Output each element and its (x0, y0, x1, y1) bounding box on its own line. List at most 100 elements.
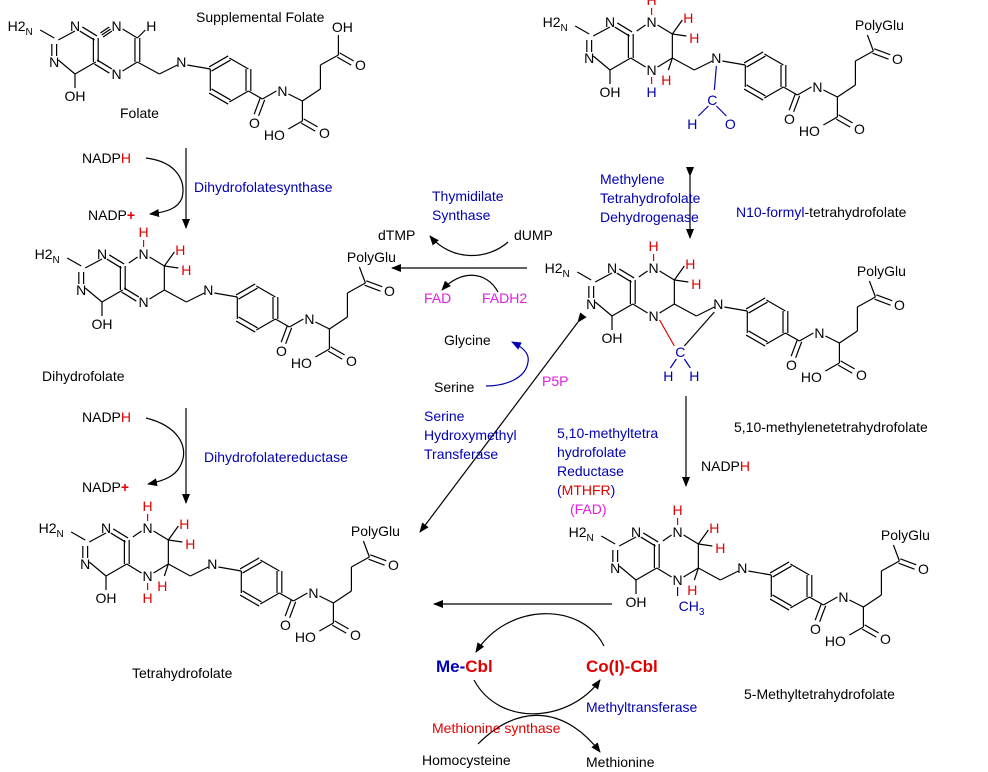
bond (743, 88, 764, 101)
ring-nitrogen: N (649, 308, 659, 324)
ring-nitrogen: N (76, 282, 86, 298)
bond (618, 268, 635, 279)
formyl-oxygen: O (725, 116, 736, 132)
bond (863, 594, 882, 608)
bond (574, 25, 590, 35)
bond (772, 594, 792, 607)
bond (618, 536, 637, 547)
bond (616, 22, 633, 33)
hydrogen-n8: H (647, 0, 657, 8)
enzyme-mthfd-line2: Tetrahydrofolate (600, 190, 701, 206)
bond (642, 532, 659, 543)
amide-nitrogen: N (814, 325, 824, 341)
bond (673, 265, 685, 281)
bond (795, 341, 803, 359)
arrow-nadph-dihydrofolate (145, 417, 185, 487)
metabolite-dtmp: dTMP (378, 227, 415, 243)
bond (594, 272, 613, 283)
bond (81, 26, 98, 37)
carbonyl-oxygen: O (276, 343, 287, 359)
bond (614, 26, 630, 37)
bond (618, 565, 637, 581)
bond (772, 565, 792, 578)
hydrogen-c7: H (175, 242, 185, 258)
bond (256, 285, 276, 298)
bond (336, 56, 352, 66)
polyglu-oxygen: O (384, 283, 395, 299)
bond (229, 57, 249, 70)
carbonyl-oxygen: O (786, 357, 797, 373)
bond (748, 301, 768, 314)
bond (315, 321, 330, 330)
folate-name: Folate (120, 105, 159, 121)
metabolite-dump: dUMP (514, 227, 553, 243)
carboxyl-hydroxyl: HO (825, 633, 846, 649)
enzyme-shmt-line1: Serine (424, 408, 465, 424)
bond (722, 60, 746, 66)
bond (855, 50, 874, 62)
bond (764, 53, 784, 66)
bond (167, 525, 179, 541)
bond (866, 34, 874, 52)
bond (838, 114, 853, 124)
bond (799, 332, 814, 342)
bond (105, 563, 128, 577)
bond (364, 284, 381, 292)
n10-nitrogen: N (203, 282, 213, 298)
bond (84, 287, 103, 303)
bond (289, 318, 304, 328)
bond (235, 320, 256, 333)
arrow-shmt-bidirectional (419, 312, 587, 533)
amino-group: H2N (8, 18, 33, 38)
bond (102, 30, 113, 38)
bond (79, 30, 95, 41)
n10-formyl-suffix: -tetrahydrofolate (804, 204, 906, 220)
bond (39, 29, 55, 39)
nadph-label-3: NADPH (701, 458, 750, 474)
bond (57, 59, 76, 75)
bond (745, 334, 766, 347)
bond (153, 563, 169, 574)
ring-nitrogen: N (139, 294, 149, 310)
carboxyl-oxygen: O (854, 121, 865, 137)
bond (258, 99, 266, 117)
carboxyl-hydroxyl: HO (264, 127, 285, 143)
tetrahydrofolate-name: Tetrahydrofolate (132, 665, 233, 681)
bond (748, 330, 768, 343)
bond (769, 561, 790, 574)
bond (659, 270, 675, 281)
bond (640, 536, 656, 547)
ring-nitrogen: N (143, 568, 153, 584)
bond (823, 89, 838, 98)
bond (809, 596, 824, 606)
ring-nitrogen: N (112, 66, 122, 82)
bond (785, 332, 800, 342)
bond (790, 563, 810, 576)
amino-group: H2N (543, 14, 568, 34)
metabolite-me-cbl: Me-Cbl (436, 657, 493, 676)
bond (358, 266, 366, 284)
polyglu-tail: PolyGlu (855, 17, 904, 33)
bond (319, 622, 334, 632)
bond (636, 24, 646, 32)
hydrogen-c6: H (687, 582, 697, 598)
bond (766, 299, 786, 312)
ring-nitrogen: N (647, 62, 657, 78)
bond (253, 97, 261, 115)
bond (168, 563, 191, 577)
bond (275, 318, 290, 328)
bond (229, 90, 249, 103)
ring-nitrogen: N (605, 14, 615, 30)
enzyme-methyltransferase: Methyltransferase (586, 699, 697, 715)
bond (825, 335, 840, 344)
bond (106, 258, 122, 269)
enzyme-shmt-line2: Hydroxymethyl (424, 427, 517, 443)
hydrogen-n5: H (647, 84, 657, 100)
enzyme-dihydrofolate-reductase: Dihydrofolatereductase (204, 449, 348, 465)
amide-nitrogen: N (308, 585, 318, 601)
bond (683, 567, 699, 578)
hydrogen-c7b: H (715, 540, 725, 556)
